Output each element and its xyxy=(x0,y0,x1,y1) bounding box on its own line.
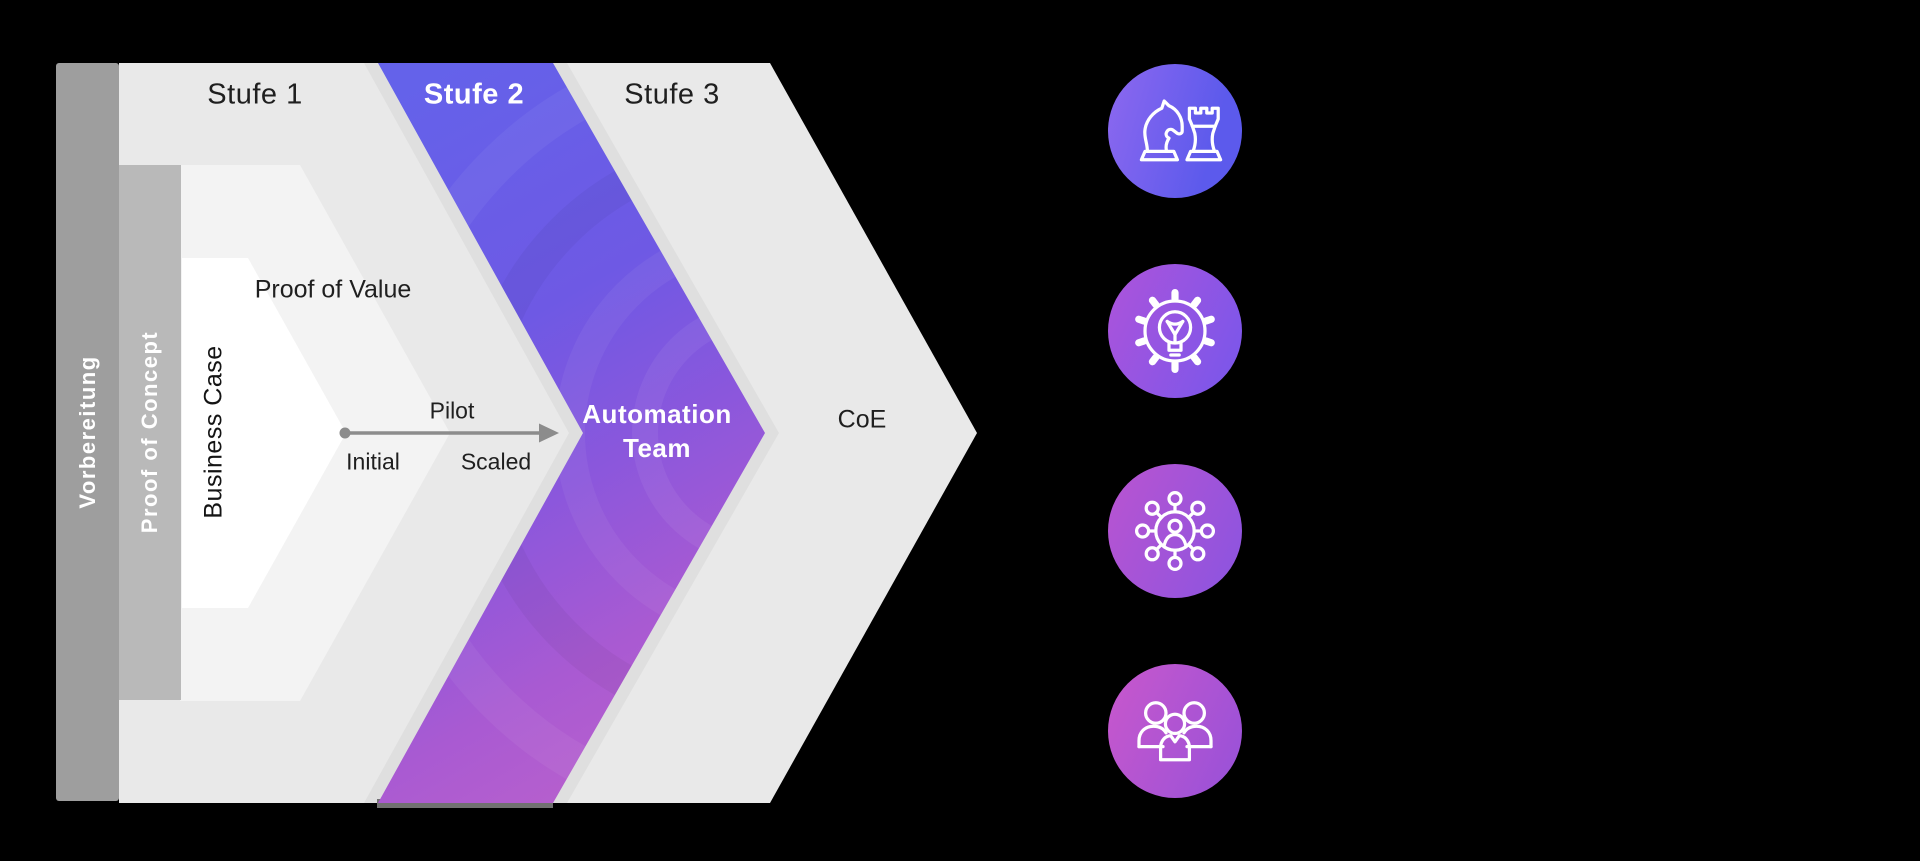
chess-pieces-icon xyxy=(1108,64,1242,198)
pilot-arrow xyxy=(339,423,559,443)
vorbereitung-label: Vorbereitung xyxy=(75,355,100,509)
stage-1-label: Stufe 1 xyxy=(207,78,303,111)
team-people-icon xyxy=(1108,664,1242,798)
business-case-label: Business Case xyxy=(199,345,228,519)
business-case-chevron xyxy=(182,258,346,608)
proof-of-value-label: Proof of Value xyxy=(254,275,412,304)
pilot-initial-label: Initial xyxy=(346,448,400,475)
network-hub-icon xyxy=(1108,464,1242,598)
pilot-label: Pilot xyxy=(429,397,475,424)
automation-team-label: Automation Team xyxy=(582,399,732,463)
lightbulb-gear-icon xyxy=(1108,264,1242,398)
coe-label: CoE xyxy=(837,405,887,434)
stage2-purple-band xyxy=(378,63,765,803)
stage-2-label: Stufe 2 xyxy=(423,78,525,111)
proof-of-concept-label: Proof of Concept xyxy=(137,330,162,534)
pilot-scaled-label: Scaled xyxy=(460,448,532,475)
proof-of-concept-bar xyxy=(119,165,181,700)
stage2-band-shadow xyxy=(364,63,779,803)
stage-3-label: Stufe 3 xyxy=(624,78,720,111)
stage2-base-strip xyxy=(377,799,553,808)
vorbereitung-bar xyxy=(56,63,119,801)
